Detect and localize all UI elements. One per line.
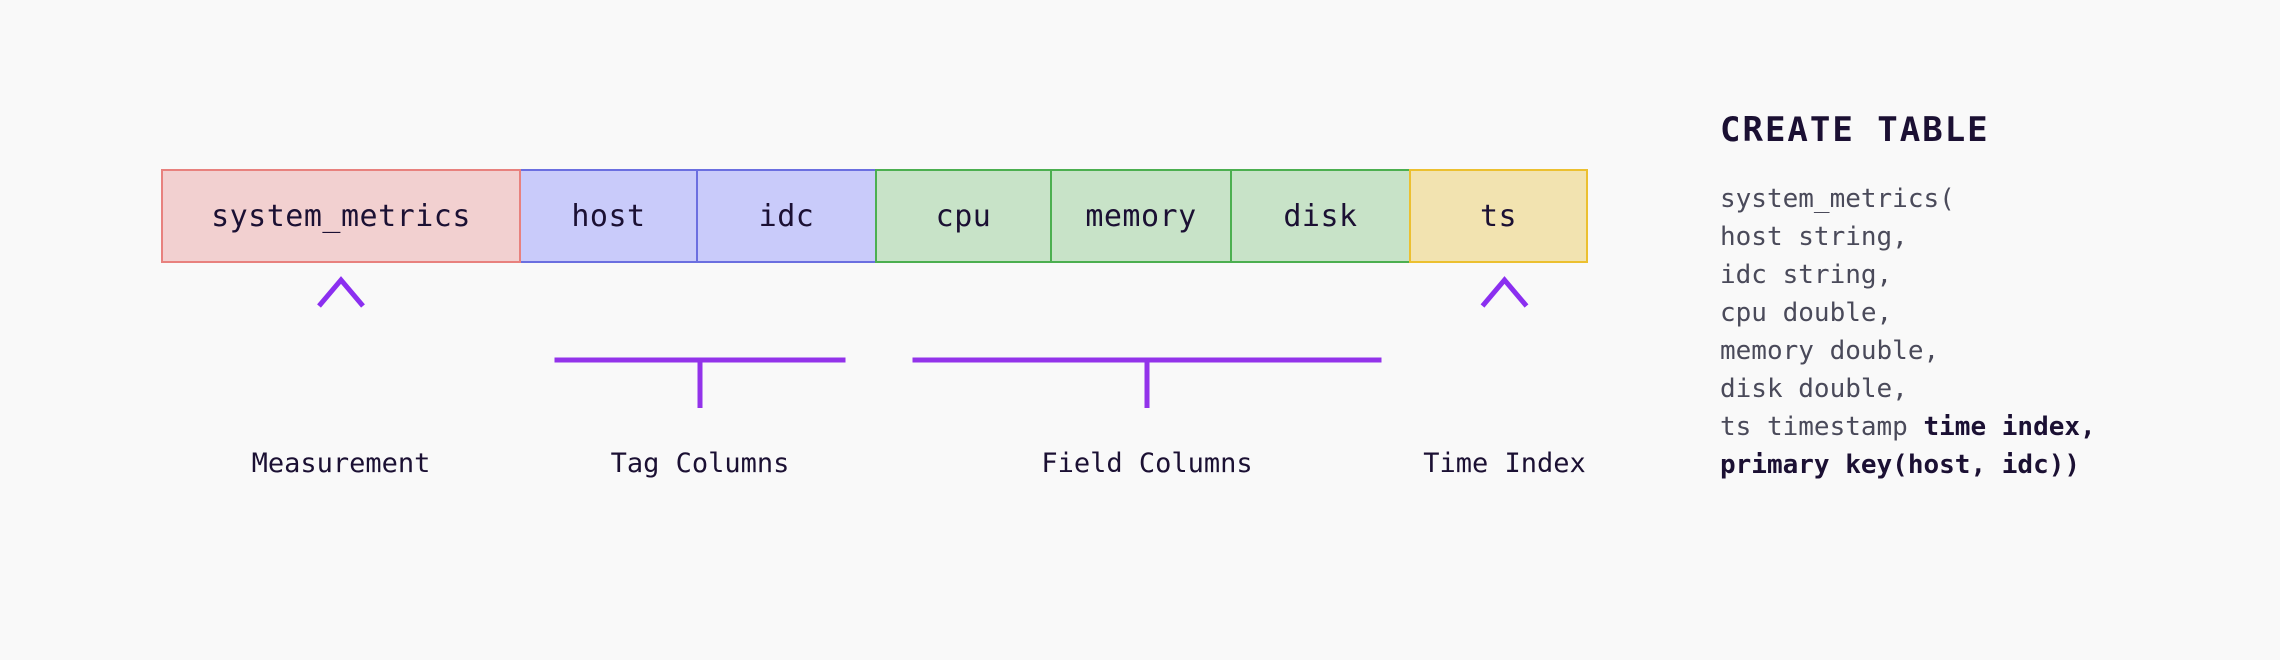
code-line: cpu double, xyxy=(1720,294,2096,332)
code-line: disk double, xyxy=(1720,370,2096,408)
schema-cell-ts: ts xyxy=(1409,169,1588,263)
schema-cell-system-metrics: system_metrics xyxy=(161,169,521,263)
schema-cell-host: host xyxy=(519,169,698,263)
connector-time-index xyxy=(1480,276,1529,408)
connector-field-columns xyxy=(912,280,1382,408)
connector-tag-columns xyxy=(554,280,846,408)
code-line: primary key(host, idc)) xyxy=(1720,446,2096,484)
code-keyword: time index, xyxy=(1923,412,2096,442)
code-text: host string, xyxy=(1720,222,1908,252)
caption-measurement: Measurement xyxy=(251,448,431,479)
code-text: cpu double, xyxy=(1720,298,1893,328)
code-line: memory double, xyxy=(1720,332,2096,370)
code-keyword: primary key(host, idc)) xyxy=(1720,450,2081,480)
schema-cell-idc: idc xyxy=(696,169,877,263)
code-text: memory double, xyxy=(1720,336,1940,366)
create-table-panel: CREATE TABLE system_metrics(host string,… xyxy=(1720,110,2096,484)
code-text: idc string, xyxy=(1720,260,1893,290)
caption-tag-columns: Tag Columns xyxy=(610,448,790,479)
code-text: disk double, xyxy=(1720,374,1908,404)
code-title: CREATE TABLE xyxy=(1720,110,1990,150)
caption-time-index: Time Index xyxy=(1423,448,1586,479)
code-line: ts timestamp time index, xyxy=(1720,408,2096,446)
schema-cell-disk: disk xyxy=(1230,169,1411,263)
code-line: system_metrics( xyxy=(1720,180,2096,218)
code-body: system_metrics(host string, idc string, cp… xyxy=(1720,180,2096,484)
code-text: system_metrics( xyxy=(1720,184,1955,214)
schema-cell-cpu: cpu xyxy=(875,169,1052,263)
code-line: host string, xyxy=(1720,218,2096,256)
code-text: ts timestamp xyxy=(1720,412,1924,442)
caption-field-columns: Field Columns xyxy=(1041,448,1253,479)
arrow-head-icon xyxy=(1480,276,1529,308)
arrow-head-icon xyxy=(317,276,365,308)
code-line: idc string, xyxy=(1720,256,2096,294)
connector-measurement xyxy=(317,276,365,408)
schema-cell-memory: memory xyxy=(1050,169,1232,263)
